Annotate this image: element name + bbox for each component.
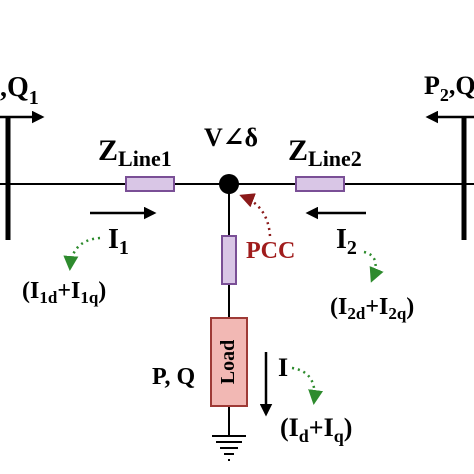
pcc-voltage-label: V∠δ — [204, 123, 258, 152]
right-power-label: P2,Q — [424, 71, 474, 105]
load-power-label: P, Q — [152, 364, 195, 390]
impedance-load-branch — [221, 235, 237, 285]
i-decomposition-label: (Id+Iq) — [280, 413, 352, 446]
z-line1-label: ZLine1 — [98, 134, 172, 171]
impedance-line2 — [295, 176, 345, 192]
i-load-label: I — [278, 353, 288, 382]
i1-decomposition-label: (I1d+I1q) — [22, 278, 106, 307]
i1-decomposition-arrow — [63, 236, 101, 271]
i2-decomposition-label: (I2d+I2q) — [330, 294, 414, 323]
pcc-label: PCC — [246, 238, 295, 264]
i2-decomposition-arrow — [363, 250, 384, 283]
impedance-line1 — [125, 176, 175, 192]
load-box — [210, 317, 248, 407]
load-label: Load — [217, 340, 239, 384]
left-power-label: ,Q1 — [0, 72, 39, 109]
ground-icon — [212, 435, 246, 461]
i1-label: I1 — [108, 224, 129, 259]
pcc-pointer-arrow — [239, 193, 272, 237]
i-decomposition-arrow — [291, 366, 324, 405]
pcc-node — [219, 174, 239, 194]
i2-label: I2 — [336, 224, 357, 259]
z-line2-label: ZLine2 — [288, 134, 362, 171]
